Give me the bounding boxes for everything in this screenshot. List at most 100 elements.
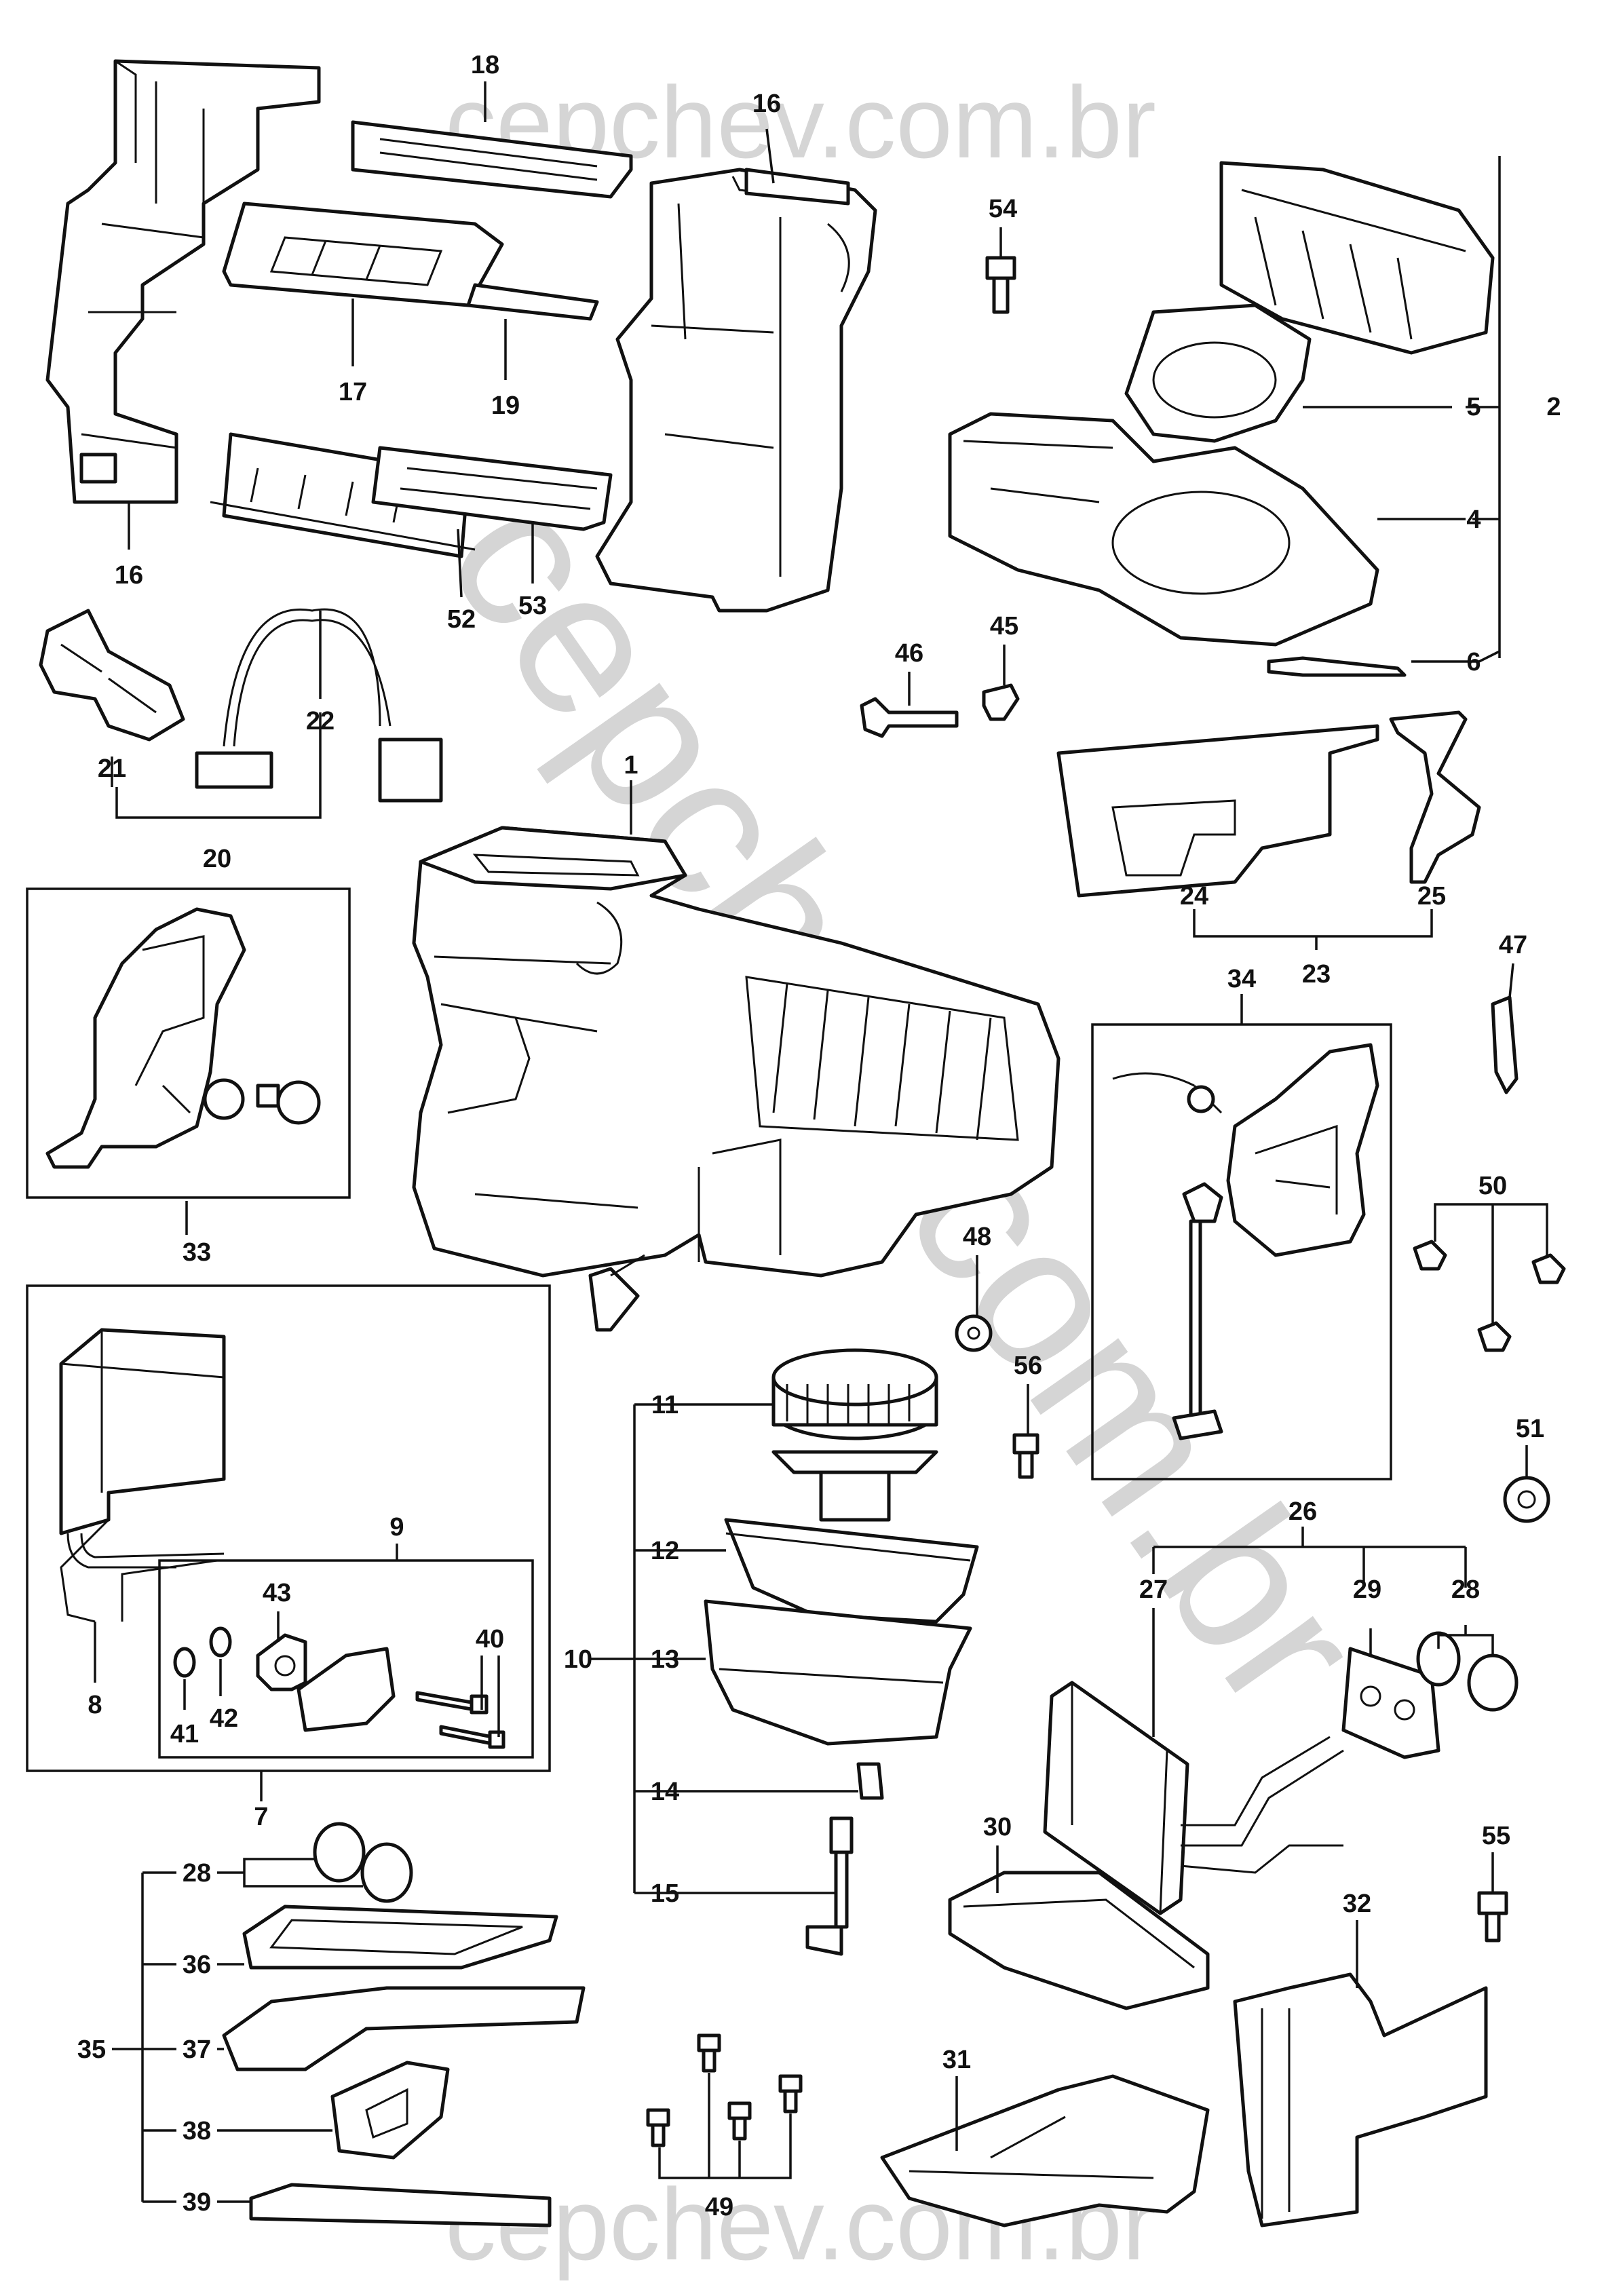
screw-56 <box>1012 1433 1039 1479</box>
seal-strip-19 <box>466 283 599 321</box>
callout-21: 21 <box>98 754 126 783</box>
callout-11: 11 <box>651 1391 679 1419</box>
screw-54 <box>985 256 1016 314</box>
oring-42 <box>209 1626 232 1658</box>
duct-assembly-right <box>595 168 877 613</box>
callout-12: 12 <box>651 1537 679 1565</box>
callout-17: 17 <box>339 378 367 406</box>
callout-47: 47 <box>1499 931 1527 959</box>
callout-43: 43 <box>263 1579 291 1607</box>
washer-48 <box>955 1314 993 1352</box>
callout-45: 45 <box>990 612 1018 640</box>
callout-14: 14 <box>651 1778 679 1806</box>
callout-27: 27 <box>1139 1575 1168 1604</box>
hvac-housing-1 <box>412 826 1061 1278</box>
callout-54: 54 <box>989 195 1017 223</box>
evaporator-8 <box>59 1328 226 1623</box>
callout-28-left: 28 <box>183 1859 211 1888</box>
callout-10: 10 <box>564 1645 592 1674</box>
callout-42: 42 <box>210 1704 238 1733</box>
callout-9: 9 <box>389 1513 404 1542</box>
callout-13: 13 <box>651 1645 679 1674</box>
callout-16-left: 16 <box>115 561 143 590</box>
filter-cover-18 <box>351 120 633 199</box>
screw-55 <box>1477 1891 1508 1943</box>
callout-36: 36 <box>183 1951 211 1979</box>
actuator-34 <box>1112 1043 1379 1440</box>
callout-40: 40 <box>476 1625 504 1653</box>
callout-37: 37 <box>183 2035 211 2064</box>
cover-31 <box>880 2074 1210 2227</box>
duct-assembly-left <box>45 59 321 504</box>
callout-8: 8 <box>88 1691 102 1719</box>
box-9 <box>158 1559 534 1759</box>
heater-core-27 <box>1043 1681 1344 1915</box>
callout-20: 20 <box>203 845 231 873</box>
callout-39: 39 <box>183 2188 211 2217</box>
callout-labels: 1 2 5 4 6 7 8 9 10 11 12 13 14 15 16 16 … <box>77 51 1561 2221</box>
callout-25: 25 <box>1417 882 1446 911</box>
callout-35: 35 <box>77 2035 106 2064</box>
blower-case-upper-3 <box>1219 161 1495 355</box>
callout-46: 46 <box>895 639 923 668</box>
callout-29: 29 <box>1353 1575 1381 1604</box>
wiring-harness-22 <box>195 608 443 803</box>
lever-25 <box>1389 710 1481 884</box>
callout-26: 26 <box>1288 1497 1317 1526</box>
seal-39 <box>249 2183 552 2227</box>
seal-strip-53 <box>371 446 613 531</box>
clip-47 <box>1491 995 1519 1094</box>
callout-31: 31 <box>942 2046 971 2074</box>
callout-24: 24 <box>1180 882 1208 911</box>
blower-housing-13 <box>704 1599 972 1746</box>
seal-36 <box>242 1905 558 1970</box>
callout-18: 18 <box>471 51 499 79</box>
callout-23: 23 <box>1302 960 1331 989</box>
bolts-40 <box>415 1691 505 1749</box>
grommet-51 <box>1503 1476 1550 1523</box>
callout-6: 6 <box>1466 648 1481 676</box>
seal-37 <box>222 1986 586 2071</box>
cover-32 <box>1233 1972 1488 2227</box>
callout-28-right: 28 <box>1451 1575 1480 1604</box>
callout-1: 1 <box>624 751 638 780</box>
callout-22: 22 <box>306 707 335 735</box>
callout-5: 5 <box>1466 393 1481 421</box>
callout-48: 48 <box>963 1223 991 1251</box>
seal-6 <box>1267 656 1407 677</box>
callout-16-top: 16 <box>752 90 781 118</box>
gasket-29 <box>1341 1647 1440 1759</box>
callout-50: 50 <box>1478 1172 1507 1200</box>
callout-30: 30 <box>983 1813 1012 1841</box>
clip-46 <box>860 697 959 738</box>
clip-45 <box>982 683 1020 721</box>
leader-lines <box>94 81 1548 2203</box>
callout-4: 4 <box>1466 505 1481 534</box>
callout-55: 55 <box>1482 1822 1510 1850</box>
nuts-50 <box>1413 1240 1566 1352</box>
callout-56: 56 <box>1014 1352 1042 1380</box>
grommets-28-left <box>313 1822 413 1903</box>
resistor-15 <box>805 1816 854 1956</box>
oring-41 <box>173 1647 196 1678</box>
actuator-21 <box>39 609 185 742</box>
callout-34: 34 <box>1227 965 1256 993</box>
seal-38 <box>330 2061 450 2160</box>
callout-2: 2 <box>1546 393 1561 421</box>
drain-tube <box>588 1254 645 1332</box>
expansion-valve <box>297 1647 396 1732</box>
grommet-43 <box>256 1633 307 1691</box>
callout-52: 52 <box>447 605 476 634</box>
inlet-ring-5 <box>1124 303 1312 443</box>
callout-41: 41 <box>170 1720 199 1748</box>
actuator-33 <box>45 907 321 1169</box>
callout-32: 32 <box>1343 1890 1371 1918</box>
callout-33: 33 <box>183 1238 211 1267</box>
cover-30 <box>948 1871 1210 2010</box>
callout-38: 38 <box>183 2117 211 2145</box>
callout-53: 53 <box>518 592 547 620</box>
screws-49 <box>646 2033 803 2147</box>
blower-case-lower-4 <box>948 412 1379 647</box>
blower-housing-12 <box>724 1518 979 1624</box>
box-7 <box>26 1284 551 1772</box>
